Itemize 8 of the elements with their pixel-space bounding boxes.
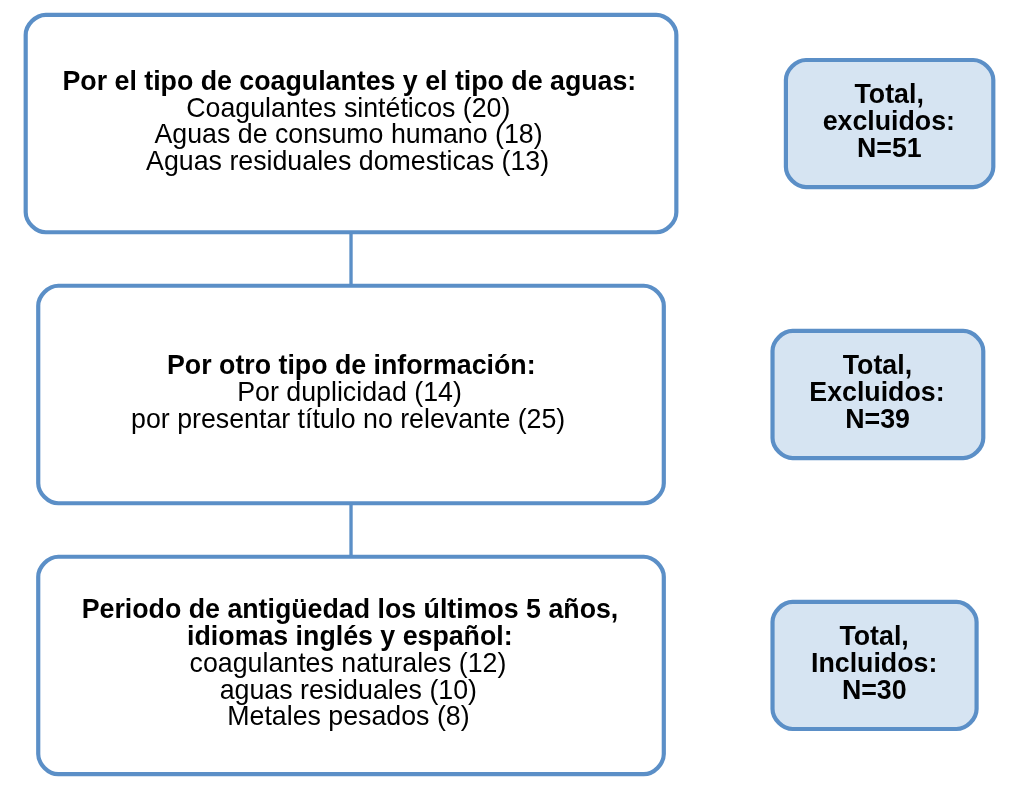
node-box: Total, Excluidos: N=39 — [769, 328, 985, 461]
connector — [348, 232, 353, 286]
node-box: Por el tipo de coagulantes y el tipo de aguas: Coagulantes sintéticos (20) Aguas de consumo humano (18) Aguas residuales domesticas (13) — [23, 12, 678, 235]
node-box: Total, excluidos: N=51 — [783, 57, 995, 190]
node-box: Total, Incluidos: N=30 — [769, 599, 979, 732]
node-box: Periodo de antigüedad los últimos 5 años, idiomas inglés y español: coagulantes naturales (12) aguas residuales (10) Metales pesados (8) — [35, 554, 666, 777]
connector — [348, 503, 353, 557]
node-box: Por otro tipo de información: Por duplicidad (14) por presentar título no relevante (25) — [35, 283, 666, 506]
